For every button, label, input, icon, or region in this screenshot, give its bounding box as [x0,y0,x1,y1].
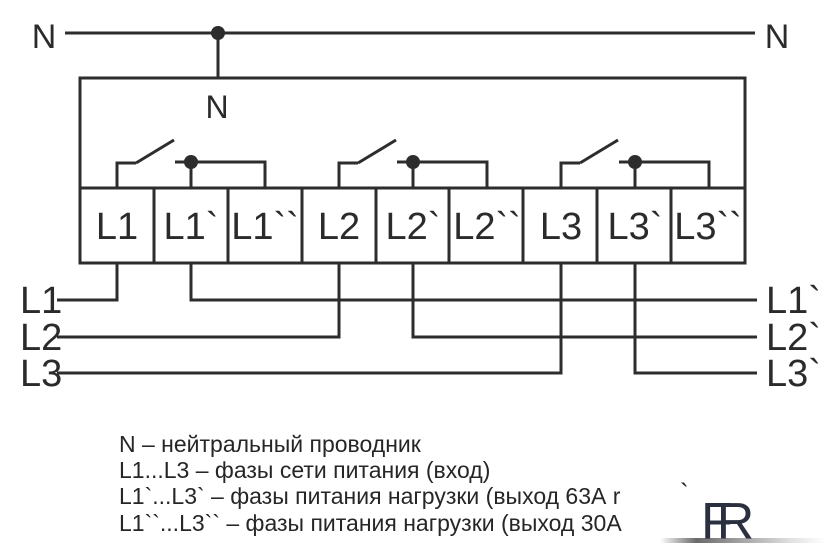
switch-output-wire-secondary [191,160,267,188]
terminal-label-l2pp: L2`` [453,206,521,248]
legend: N – нейтральный проводник L1...L3 – фазы… [119,431,622,536]
terminal-label-l2p: L2` [386,206,441,248]
legend-line-outputs-63a: L1`...L3` – фазы питания нагрузки (выход… [119,483,621,510]
input-label-l3: L3 [20,353,62,395]
terminal-label-l1p: L1` [164,206,219,248]
input-label-l2: L2 [20,317,62,359]
input-wire-l3 [57,263,563,375]
legend-line-outputs-30a: L1``...L3`` – фазы питания нагрузки (вых… [119,509,622,536]
terminal-label-l1pp: L1`` [231,206,299,248]
device: N L1 L1` L1`` L2 L2` L2`` L3 L3` L3`` [78,76,747,265]
watermark-swoosh [660,538,825,543]
switch-blade [579,138,619,165]
output-wire-l2p [411,263,757,339]
legend-cutoff-mark: ` [680,478,689,508]
terminal-label-l3pp: L3`` [674,206,742,248]
output-wire-l1p [189,263,757,302]
switch-group-1 [115,138,267,188]
output-wire-l3p [633,263,757,375]
switch-output-wire-secondary [635,160,711,188]
terminal-label-l1: L1 [96,206,138,248]
neutral-label-left: N [32,18,57,56]
terminal-label-l3p: L3` [608,206,663,248]
switch-input-wire [115,161,136,188]
switch-blade [135,138,175,165]
input-label-l1: L1 [20,280,62,322]
output-label-l3p: L3` [766,353,821,395]
switch-output-wire-secondary [413,160,489,188]
device-neutral-label: N [205,89,228,125]
output-label-l2p: L2` [766,317,821,359]
schematic-svg: N N N L1 L1` L1`` L2 L2` L2`` L3 L3` L3` [20,18,821,395]
terminal-label-l2: L2 [318,206,360,248]
switch-blade [357,138,397,165]
neutral-label-right: N [765,18,790,56]
switch-group-2 [337,138,489,188]
output-label-l1p: L1` [766,280,821,322]
legend-line-neutral: N – нейтральный проводник [119,431,421,457]
external-wiring: L1 L2 L3 L1` L2` L3` [20,263,821,395]
neutral-bus: N N [32,18,790,78]
switch-group-3 [559,138,711,188]
input-wire-l1 [57,263,119,302]
terminal-label-l3: L3 [540,206,582,248]
switch-input-wire [559,161,580,188]
input-wire-l2 [57,263,341,339]
legend-line-inputs: L1...L3 – фазы сети питания (вход) [119,457,491,484]
switch-input-wire [337,161,358,188]
